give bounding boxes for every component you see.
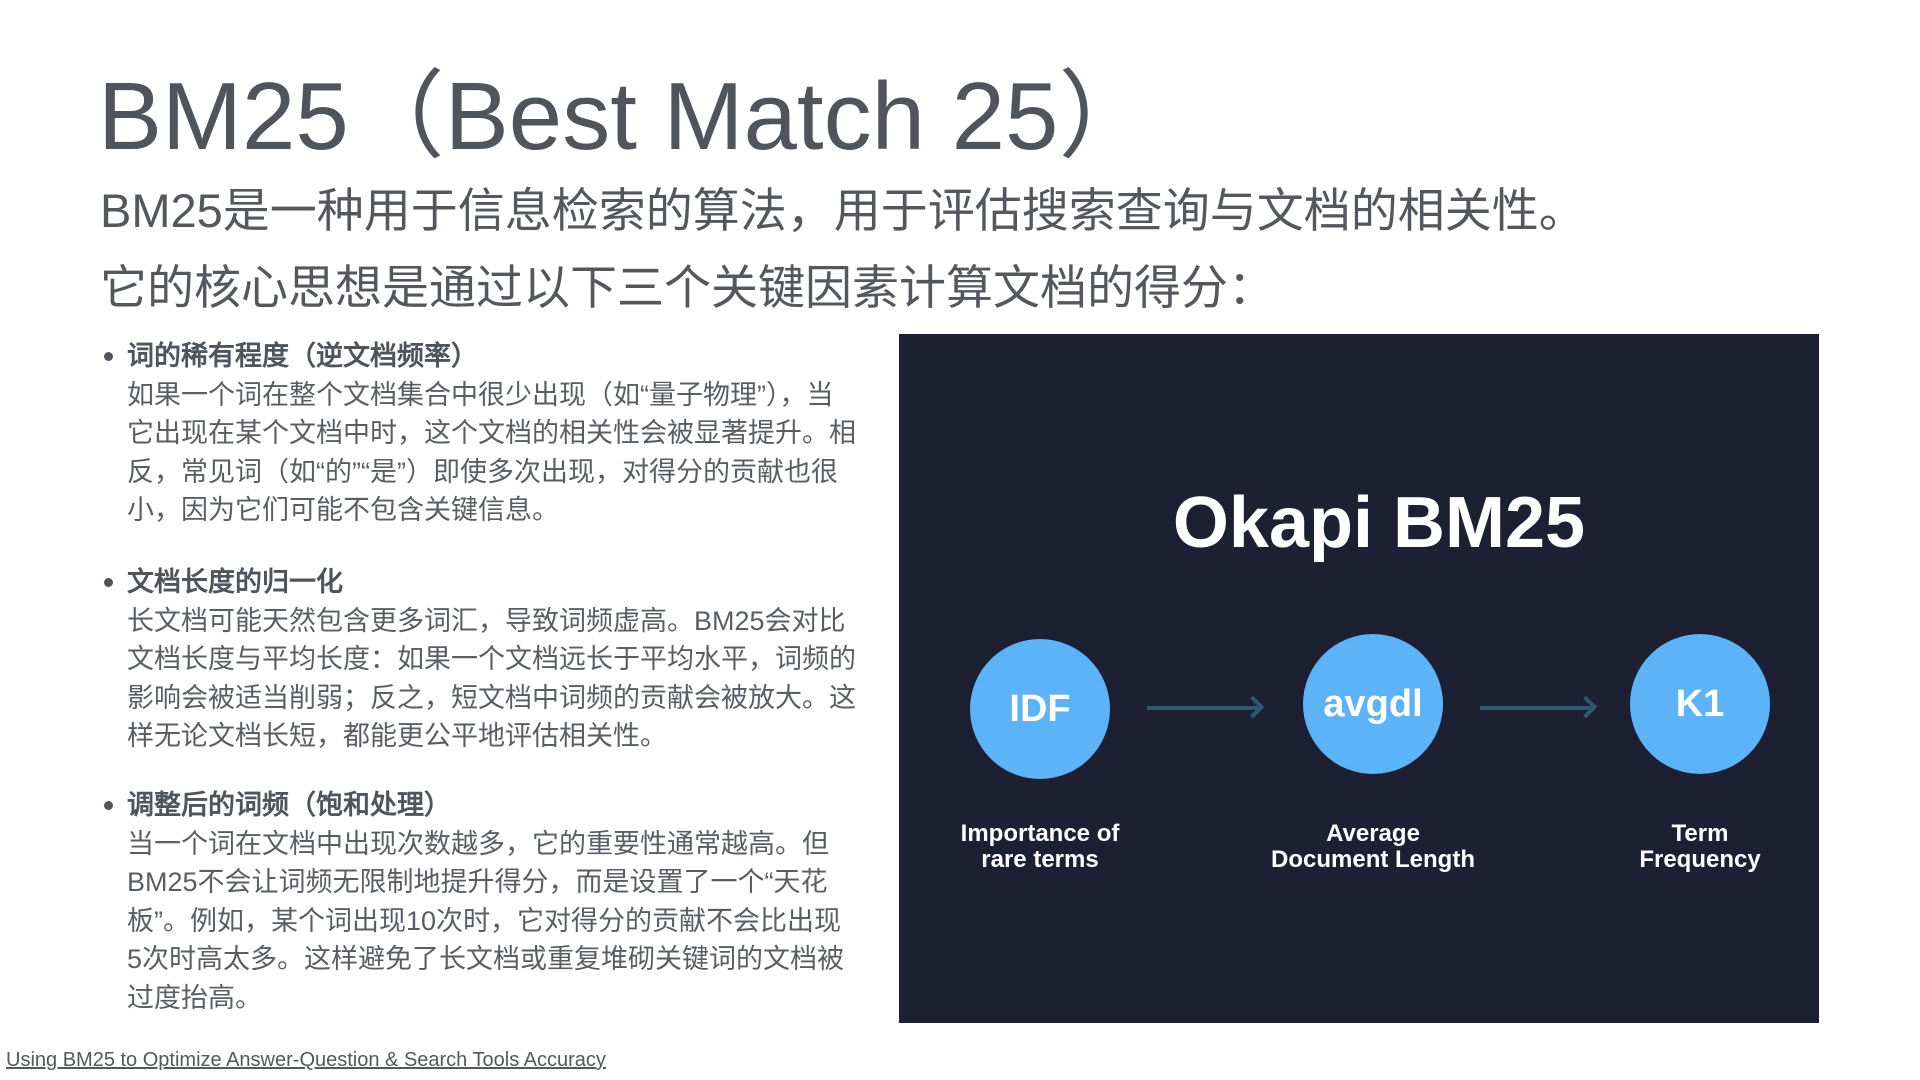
caption-line: Importance of — [960, 820, 1120, 847]
body-line: BM25不会让词频无限制地提升得分，而是设置了一个“天花 — [127, 867, 828, 898]
node-k1: K1 — [1630, 634, 1770, 774]
section-heading-text: 调整后的词频（饱和处理） — [127, 790, 451, 820]
section-term-frequency: 调整后的词频（饱和处理） 当一个词在文档中出现次数越多，它的重要性通常越高。但 … — [104, 786, 884, 1017]
bullet-icon — [104, 352, 113, 361]
node-caption-avgdl: Average Document Length — [1223, 821, 1523, 873]
arrow-right-icon — [1147, 706, 1259, 710]
section-heading: 调整后的词频（饱和处理） — [104, 786, 884, 825]
body-line: 长文档可能天然包含更多词汇，导致词频虚高。BM25会对比 — [127, 605, 846, 636]
node-caption-idf: Importance of rare terms — [890, 821, 1190, 873]
caption-line: rare terms — [981, 846, 1099, 873]
arrow-right-icon — [1480, 706, 1592, 710]
source-link[interactable]: Using BM25 to Optimize Answer-Question &… — [6, 1049, 606, 1071]
section-heading: 文档长度的归一化 — [104, 563, 884, 602]
body-line: 样无论文档长短，都能更公平地评估相关性。 — [127, 721, 667, 752]
body-line: 板”。例如，某个词出现10次时，它对得分的贡献不会比出现 — [127, 905, 842, 936]
diagram-title: Okapi BM25 — [1172, 483, 1586, 563]
node-caption-k1: Term Frequency — [1550, 821, 1850, 873]
section-heading-text: 词的稀有程度（逆文档频率） — [127, 341, 478, 371]
node-label: avgdl — [1323, 682, 1423, 725]
node-label: K1 — [1675, 682, 1725, 725]
okapi-bm25-diagram: Okapi BM25 IDF avgdl K1 Importance of ra… — [899, 334, 1819, 1023]
body-line: 它出现在某个文档中时，这个文档的相关性会被显著提升。相 — [127, 418, 856, 449]
section-length-normalization: 文档长度的归一化 长文档可能天然包含更多词汇，导致词频虚高。BM25会对比 文档… — [104, 563, 884, 756]
caption-line: Term — [1671, 820, 1729, 847]
bullet-icon — [104, 578, 113, 587]
node-label: IDF — [1009, 687, 1071, 730]
body-line: 反，常见词（如“的”“是”）即使多次出现，对得分的贡献也很 — [127, 456, 838, 487]
section-heading: 词的稀有程度（逆文档频率） — [104, 337, 884, 376]
caption-line: Average — [1326, 820, 1420, 847]
subtitle-line-1: BM25是一种用于信息检索的算法，用于评估搜索查询与文档的相关性。 — [100, 184, 1586, 237]
body-line: 当一个词在文档中出现次数越多，它的重要性通常越高。但 — [127, 828, 829, 859]
node-avgdl: avgdl — [1303, 634, 1443, 774]
page-title: BM25（Best Match 25） — [98, 63, 1155, 170]
body-line: 小，因为它们可能不包含关键信息。 — [127, 495, 559, 526]
subtitle-line-2: 它的核心思想是通过以下三个关键因素计算文档的得分： — [100, 261, 1275, 314]
section-heading-text: 文档长度的归一化 — [127, 567, 343, 597]
section-idf: 词的稀有程度（逆文档频率） 如果一个词在整个文档集合中很少出现（如“量子物理”）… — [104, 337, 884, 530]
body-line: 过度抬高。 — [127, 982, 262, 1013]
bullet-icon — [104, 801, 113, 810]
caption-line: Frequency — [1639, 846, 1761, 873]
body-line: 影响会被适当削弱；反之，短文档中词频的贡献会被放大。这 — [127, 682, 856, 713]
node-idf: IDF — [970, 639, 1110, 779]
body-line: 如果一个词在整个文档集合中很少出现（如“量子物理”），当 — [127, 379, 834, 410]
body-line: 文档长度与平均长度：如果一个文档远长于平均水平，词频的 — [127, 644, 856, 675]
body-line: 5次时高太多。这样避免了长文档或重复堆砌关键词的文档被 — [127, 944, 845, 975]
caption-line: Document Length — [1271, 846, 1475, 873]
